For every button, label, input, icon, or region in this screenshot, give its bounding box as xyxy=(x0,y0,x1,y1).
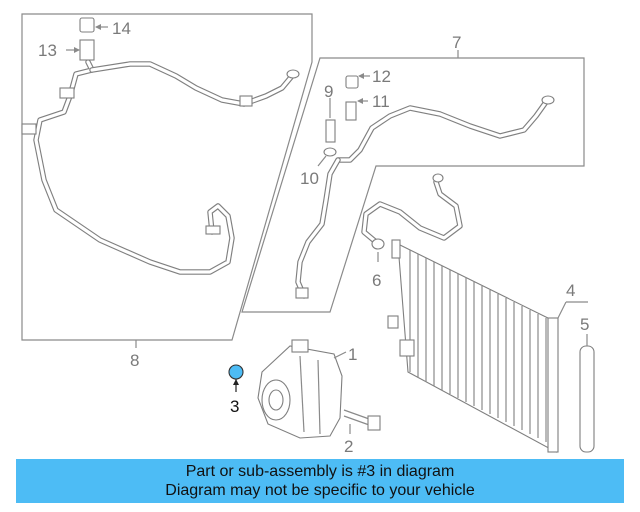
callout-1: 1 xyxy=(348,345,357,364)
bolt-2 xyxy=(343,409,381,434)
callout-8: 8 xyxy=(130,351,139,370)
hose-6 xyxy=(361,173,463,262)
callout-5: 5 xyxy=(580,315,589,334)
callout-12: 12 xyxy=(372,67,391,86)
condenser-4 xyxy=(387,239,588,453)
banner-line-1: Part or sub-assembly is #3 in diagram xyxy=(185,463,455,480)
parts-diagram: 14 13 7 9 10 11 12 xyxy=(21,13,595,456)
cap-14 xyxy=(79,17,108,33)
callout-10: 10 xyxy=(300,169,319,188)
cap-12 xyxy=(345,73,370,89)
callout-7: 7 xyxy=(452,33,461,52)
callout-9: 9 xyxy=(324,82,333,101)
callout-2: 2 xyxy=(344,437,353,456)
hose-8 xyxy=(21,59,300,275)
tube-assembly-box xyxy=(241,50,585,313)
compressor-1 xyxy=(257,339,347,439)
callout-6: 6 xyxy=(372,271,381,290)
callout-3: 3 xyxy=(230,397,239,416)
o-ring-10 xyxy=(317,147,337,167)
banner-line-2: Diagram may not be specific to your vehi… xyxy=(165,482,475,499)
callout-13: 13 xyxy=(38,41,57,60)
valve-11 xyxy=(345,98,368,121)
hose-assembly-box xyxy=(21,13,313,348)
callout-4: 4 xyxy=(566,281,575,300)
valve-9 xyxy=(325,98,336,143)
valve-13 xyxy=(66,39,95,61)
receiver-drier-5 xyxy=(579,334,595,453)
highlighted-part-3 xyxy=(228,364,244,392)
tube-7 xyxy=(295,95,555,299)
callout-11: 11 xyxy=(372,92,390,111)
callout-14: 14 xyxy=(112,19,131,38)
info-banner: Part or sub-assembly is #3 in diagram Di… xyxy=(16,459,624,503)
